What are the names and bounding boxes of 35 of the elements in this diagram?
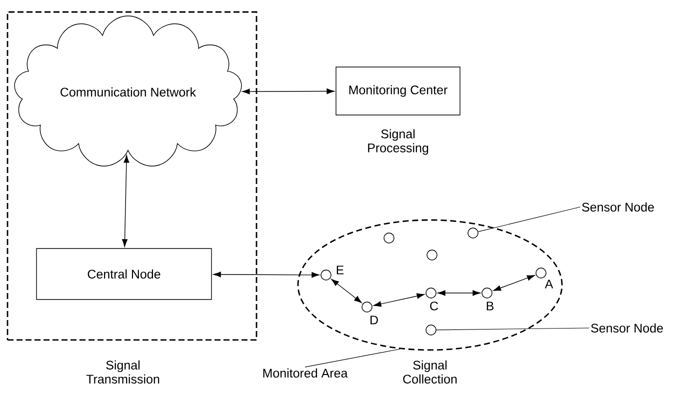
dashed-ellipse <box>297 219 563 351</box>
sensor-circle <box>536 268 546 278</box>
sensor-circle <box>362 302 372 312</box>
sensor-circle <box>468 228 478 238</box>
node-letter: B <box>486 302 494 310</box>
node-label: Signal Processing <box>368 129 428 155</box>
node-letter: A <box>544 280 554 288</box>
arrow <box>373 293 425 307</box>
text-label: Sensor Node <box>582 202 654 212</box>
arrow <box>122 154 130 247</box>
process-box: Central Node <box>36 248 212 300</box>
sensor-circle <box>320 270 332 280</box>
node-letter: E <box>336 266 344 274</box>
leader-line <box>478 206 580 232</box>
leader-line <box>304 348 400 368</box>
text-label: Sensor Node <box>591 323 663 333</box>
arrow <box>331 278 362 304</box>
process-box: Monitoring Center <box>336 66 460 116</box>
arrow <box>438 290 480 296</box>
sensor-circle <box>426 288 436 298</box>
leader-line <box>436 328 590 330</box>
node-letter: D <box>370 316 378 324</box>
arrow <box>242 88 334 94</box>
arrow <box>493 275 535 291</box>
sensor-circle <box>482 288 492 298</box>
text-label: Monitored Area <box>263 368 348 378</box>
dashed-frame <box>6 11 258 341</box>
sensor-circle <box>426 250 438 260</box>
cloud: Communication Network <box>14 16 242 166</box>
node-label: Signal Transmission <box>86 360 160 384</box>
node-label: Signal Collection <box>403 360 457 384</box>
sensor-circle <box>426 324 436 336</box>
sensor-circle <box>384 232 394 244</box>
node-letter: C <box>430 302 438 310</box>
arrow <box>213 272 320 278</box>
